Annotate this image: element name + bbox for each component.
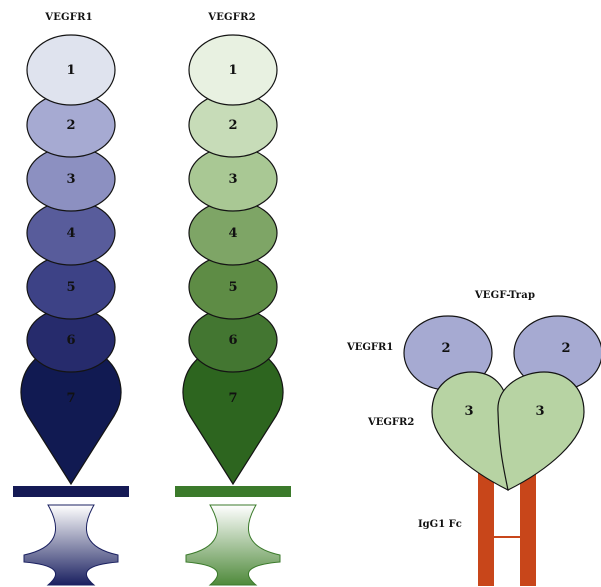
trap-vegfr2-domain-left (431, 371, 509, 491)
receptor-2-domain-5-label: 5 (228, 280, 237, 295)
trap-vegfr1-domain-right-label: 2 (561, 341, 570, 356)
receptor-1-domain-1-label: 1 (66, 63, 75, 78)
receptor-2-intracellular-domain (185, 504, 281, 586)
receptor-1-domain-4-label: 4 (66, 226, 75, 241)
trap-vegfr2-domain-right (497, 371, 585, 491)
receptor-2-domain-1-label: 1 (228, 63, 237, 78)
receptor-2-title: VEGFR2 (207, 12, 256, 23)
receptor-1-intracellular-domain (23, 504, 119, 586)
receptor-1-domain-7-label: 7 (66, 391, 75, 406)
receptor-2-domain-7-label: 7 (228, 391, 237, 406)
receptor-2-domain-6-label: 6 (228, 333, 237, 348)
trap-fc-label: IgG1 Fc (418, 519, 462, 530)
trap-title: VEGF-Trap (474, 290, 535, 301)
trap-vegfr2-domain-left-label: 3 (464, 404, 473, 419)
receptor-2-domain-1 (188, 34, 278, 106)
receptor-vegfr2: VEGFR2 1 2 3 4 5 6 7 (175, 12, 291, 586)
trap-fc-hinge (494, 536, 520, 538)
receptor-2-domain-4-label: 4 (228, 226, 237, 241)
receptor-1-title: VEGFR1 (44, 12, 93, 23)
vegf-trap: VEGF-Trap VEGFR1 VEGFR2 IgG1 Fc 2 2 3 3 (346, 290, 601, 586)
receptor-2-domain-2-label: 2 (228, 118, 237, 133)
trap-fc-stem-left (478, 470, 494, 586)
trap-vegfr1-domain-left-label: 2 (441, 341, 450, 356)
receptor-2-domain-3-label: 3 (228, 172, 237, 187)
trap-fc-stem-right (520, 470, 536, 586)
receptor-1-membrane-bar (13, 486, 129, 497)
receptor-vegfr1: VEGFR1 1 2 3 4 5 6 7 (13, 12, 129, 586)
receptor-1-domain-5-label: 5 (66, 280, 75, 295)
receptor-1-domain-2-label: 2 (66, 118, 75, 133)
trap-vegfr1-label: VEGFR1 (346, 342, 393, 353)
receptor-1-domain-6-label: 6 (66, 333, 75, 348)
receptor-1-domain-1 (26, 34, 116, 106)
receptor-2-membrane-bar (175, 486, 291, 497)
trap-vegfr2-domain-right-label: 3 (535, 404, 544, 419)
receptor-1-domain-3-label: 3 (66, 172, 75, 187)
trap-vegfr2-label: VEGFR2 (367, 417, 414, 428)
